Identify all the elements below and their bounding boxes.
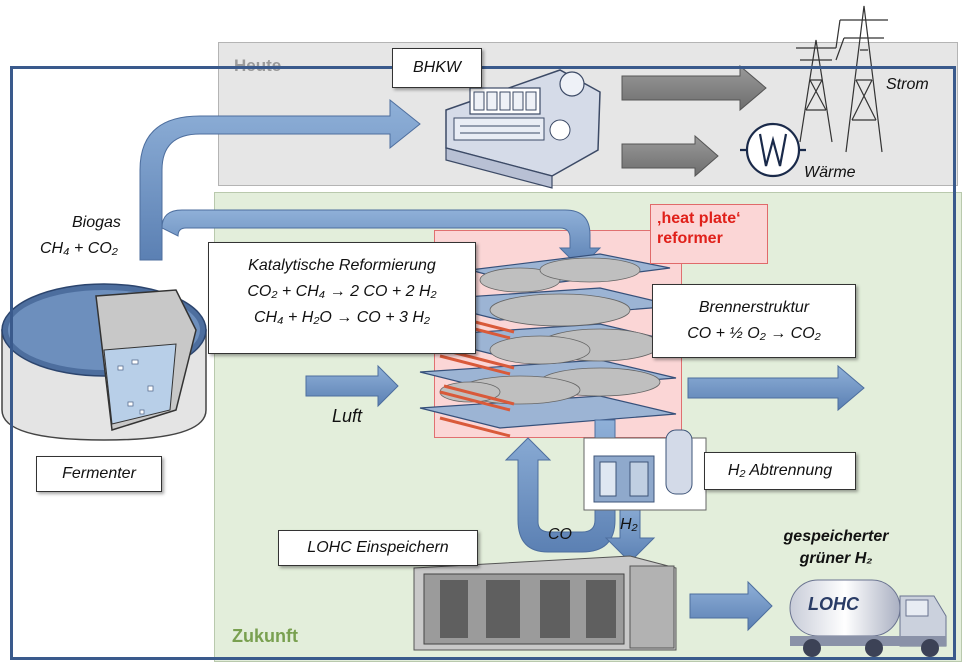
- air-label: Luft: [332, 406, 363, 426]
- reforming-box: Katalytische Reformierung CO₂ + CH₄ → 2 …: [208, 242, 476, 354]
- boundary-frame: [10, 66, 956, 660]
- reforming-title: Katalytische Reformierung: [248, 257, 436, 274]
- h2-separation-image: [583, 429, 707, 511]
- bhkw-engine-image: [445, 69, 601, 189]
- co-recycle-arrow: [504, 419, 616, 553]
- lohc-truck-label: LOHC: [808, 594, 859, 614]
- strom-label: Strom: [886, 76, 929, 93]
- fermenter-label: Fermenter: [36, 456, 162, 492]
- waerme-label: Wärme: [804, 164, 856, 181]
- air-arrow: [305, 364, 399, 408]
- exhaust-arrow: [687, 364, 865, 412]
- stored-h2-label: gespeicherter grüner H₂: [783, 528, 889, 567]
- co-label: CO: [548, 526, 572, 543]
- lohc-arrow: [689, 580, 773, 632]
- lohc-store-label: LOHC Einspeichern: [278, 530, 478, 566]
- power-pylon-image: [796, 5, 888, 153]
- future-label: Zukunft: [232, 626, 298, 646]
- biogas-to-bhkw-arrow: [139, 98, 421, 261]
- lohc-truck-image: [789, 579, 947, 657]
- strom-arrow: [621, 64, 767, 112]
- reformer-stack-image: [419, 253, 677, 438]
- bhkw-label: BHKW: [392, 48, 482, 88]
- biogas-label: Biogas: [72, 214, 121, 231]
- lohc-container-image: [413, 555, 677, 651]
- reformer-label: ‚heat plate‘ reformer: [650, 204, 768, 264]
- h2-label: H₂: [620, 516, 638, 533]
- reforming-equation-1: CO₂ + CH₄ → 2 CO + 2 H₂: [247, 283, 437, 300]
- fermenter-image: [1, 283, 207, 441]
- today-label: Heute: [234, 56, 282, 75]
- reforming-equation-2: CH₄ + H₂O → CO + 3 H₂: [254, 309, 430, 326]
- waerme-arrow: [621, 134, 719, 178]
- burner-box: Brennerstruktur CO + ½ O₂ → CO₂: [652, 284, 856, 358]
- burner-equation: CO + ½ O₂ → CO₂: [687, 325, 821, 342]
- biogas-formula: CH₄ + CO₂: [40, 240, 118, 257]
- heat-exchanger-icon: [740, 122, 806, 178]
- h2-separation-label: H₂ Abtrennung: [704, 452, 856, 490]
- burner-title: Brennerstruktur: [698, 299, 810, 316]
